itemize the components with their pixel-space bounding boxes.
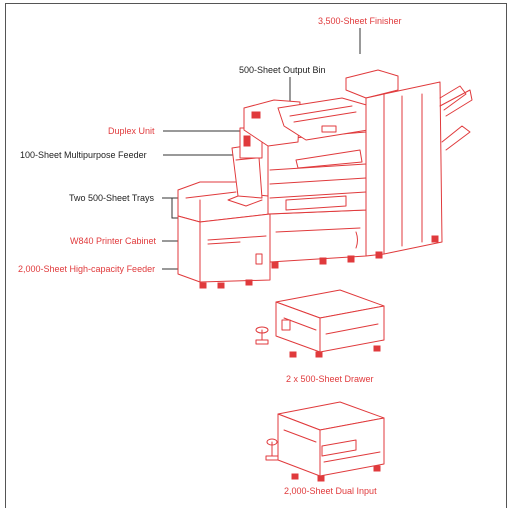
callout-duplex-unit: Duplex Unit <box>108 126 155 136</box>
finisher <box>345 69 473 259</box>
drawer-option <box>255 289 385 358</box>
output-bin <box>243 97 371 147</box>
callout-hcf: 2,000-Sheet High-capacity Feeder <box>18 264 155 274</box>
drawer-option-label: 2 x 500-Sheet Drawer <box>286 374 374 384</box>
callout-output-bin: 500-Sheet Output Bin <box>239 65 326 75</box>
callout-two-trays: Two 500-Sheet Trays <box>69 193 155 203</box>
dual-input-option-label: 2,000-Sheet Dual Input <box>284 486 377 496</box>
high-capacity-feeder <box>177 181 271 289</box>
callout-printer-cabinet: W840 Printer Cabinet <box>70 236 157 246</box>
dual-input-option <box>265 401 385 482</box>
callout-multipurpose-feeder: 100-Sheet Multipurpose Feeder <box>20 150 147 160</box>
callout-finisher: 3,500-Sheet Finisher <box>318 16 402 26</box>
printer-cabinet <box>269 209 367 273</box>
figure-frame <box>5 3 507 508</box>
